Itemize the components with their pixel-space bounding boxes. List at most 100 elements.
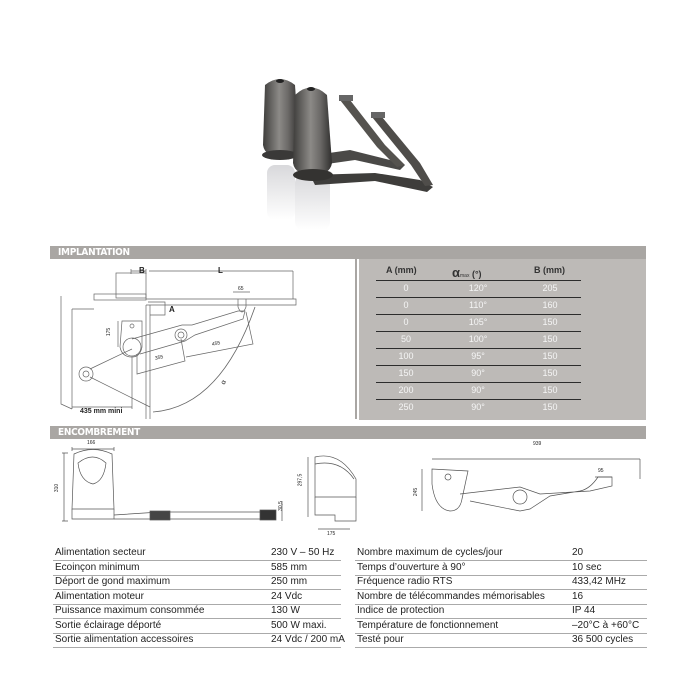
table-header-alpha: αmax (°) (452, 265, 482, 280)
alpha-subscript: max (460, 273, 470, 279)
cell-b: 150 (542, 317, 558, 327)
dim-95: 95 (598, 468, 604, 474)
spec-value: 230 V – 50 Hz (271, 547, 335, 558)
min-distance-label: 435 mm mini (80, 408, 123, 415)
table-row: 200 90° 150 (376, 382, 581, 399)
spec-row: Nombre maximum de cycles/jour 20 (355, 546, 647, 561)
spec-row: Puissance maximum consommée 130 W (53, 604, 341, 619)
spec-label: Sortie alimentation accessoires (55, 634, 194, 645)
spec-value: 10 sec (572, 561, 602, 573)
implantation-section-header: IMPLANTATION (50, 246, 646, 259)
spec-label: Sortie éclairage déporté (55, 619, 162, 631)
cell-alpha: 90° (471, 402, 485, 412)
dim-310: 310 (54, 483, 61, 493)
cell-b: 150 (542, 351, 558, 361)
spec-label: Testé pour (357, 634, 404, 645)
spec-value: 130 W (271, 605, 300, 616)
spec-row: Testé pour 36 500 cycles (355, 633, 647, 648)
table-row: 150 90° 150 (376, 365, 581, 382)
spec-row: Alimentation moteur 24 Vdc (53, 590, 341, 605)
spec-label: Puissance maximum consommée (55, 605, 205, 616)
spec-label: Ecoinçon minimum (55, 561, 140, 573)
spec-value: 433,42 MHz (572, 576, 626, 587)
cell-a: 250 (398, 402, 414, 412)
spec-value: 24 Vdc / 200 mA (271, 634, 345, 645)
spec-row: Nombre de télécommandes mémorisables 16 (355, 590, 647, 605)
cell-alpha: 90° (471, 385, 485, 395)
dim-175: 175 (327, 531, 336, 537)
spec-value: 36 500 cycles (572, 634, 634, 645)
spec-value: 250 mm (271, 576, 308, 587)
spec-value: 16 (572, 590, 584, 602)
cell-a: 0 (403, 300, 409, 310)
encombrement-diagram: 166 310 30,5 297,5 175 939 245 95 (50, 439, 650, 539)
spec-value: IP 44 (572, 605, 596, 616)
table-row: 0 120° 205 (376, 280, 581, 297)
cell-a: 0 (403, 283, 409, 293)
cell-a: 100 (398, 351, 414, 361)
spec-row: Sortie alimentation accessoires 24 Vdc / … (53, 633, 345, 648)
spec-label: Nombre maximum de cycles/jour (357, 547, 503, 558)
dim-label-b: B (139, 266, 145, 275)
spec-row: Fréquence radio RTS 433,42 MHz (355, 575, 647, 590)
dim-label-a: A (169, 305, 175, 314)
table-row: 250 90° 150 (376, 399, 581, 416)
cell-b: 150 (542, 385, 558, 395)
spec-label: Déport de gond maximum (55, 576, 171, 587)
dim-30-5: 30,5 (277, 501, 284, 511)
spec-label: Température de fonctionnement (357, 619, 499, 631)
dimension-drawings (62, 447, 641, 530)
spec-label: Nombre de télécommandes mémorisables (357, 590, 545, 602)
cell-a: 150 (398, 368, 414, 378)
cell-b: 205 (542, 283, 558, 293)
encombrement-title: ENCOMBREMENT (58, 427, 140, 438)
implantation-title: IMPLANTATION (58, 247, 130, 258)
cell-alpha: 100° (468, 334, 488, 344)
spec-label: Temps d’ouverture à 90° (357, 561, 466, 573)
spec-row: Temps d’ouverture à 90° 10 sec (355, 561, 647, 576)
spec-label: Indice de protection (357, 605, 445, 616)
spec-row: Température de fonctionnement–20°C à +60… (355, 619, 647, 634)
spec-label: Alimentation secteur (55, 547, 146, 558)
spec-row: Déport de gond maximum 250 mm (53, 575, 341, 590)
table-row: 0 110° 160 (376, 297, 581, 314)
table-header-a: A (mm) (386, 265, 417, 275)
cell-b: 150 (542, 334, 558, 344)
spec-label: Fréquence radio RTS (357, 576, 453, 587)
alpha-unit: (°) (469, 269, 482, 279)
cell-alpha: 90° (471, 368, 485, 378)
cell-b: 150 (542, 368, 558, 378)
dim-label-l: L (218, 266, 223, 275)
table-row: 100 95° 150 (376, 348, 581, 365)
cell-alpha: 95° (471, 351, 485, 361)
cell-alpha: 110° (469, 300, 487, 310)
spec-label: Alimentation moteur (55, 590, 144, 602)
implantation-diagram (60, 269, 297, 427)
dim-166: 166 (87, 440, 96, 446)
cell-a: 200 (398, 385, 414, 395)
dim-245: 245 (413, 487, 420, 497)
cell-b: 160 (542, 300, 558, 310)
product-photo (255, 75, 455, 230)
table-row: 0 105° 150 (376, 314, 581, 331)
table-header-b: B (mm) (534, 265, 565, 275)
cell-a: 0 (403, 317, 409, 327)
cell-alpha: 105° (468, 317, 488, 327)
dim-939: 939 (533, 441, 542, 447)
spec-value: 24 Vdc (271, 590, 303, 602)
alpha-symbol: α (452, 265, 460, 280)
cell-a: 50 (400, 334, 411, 344)
dim-label-65: 65 (238, 286, 244, 292)
encombrement-section-header: ENCOMBREMENT (50, 426, 646, 439)
dim-297-5: 297,5 (297, 473, 304, 487)
dim-label-175: 175 (106, 327, 113, 337)
cell-alpha: 120° (468, 283, 488, 293)
spec-value: 20 (572, 547, 584, 558)
spec-row: Indice de protection IP 44 (355, 604, 647, 619)
gate-motor-illustration (262, 79, 433, 230)
cell-b: 150 (542, 402, 558, 412)
spec-row: Alimentation secteur 230 V – 50 Hz (53, 546, 341, 561)
